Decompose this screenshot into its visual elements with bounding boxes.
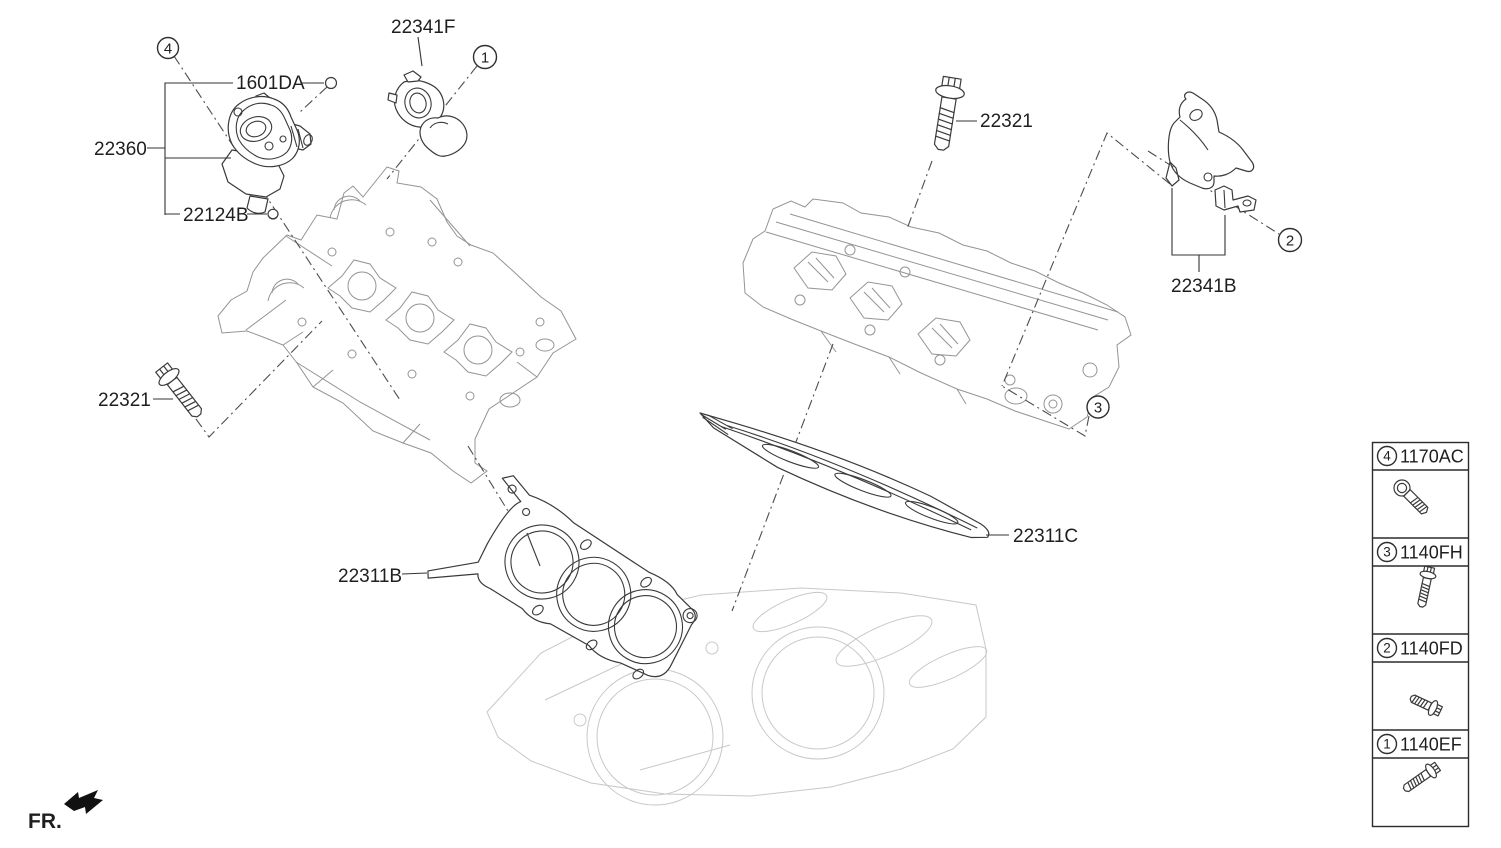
leader-lines — [173, 55, 1280, 612]
leader-bolt-right — [906, 160, 933, 230]
label-22360[interactable]: 22360 — [94, 139, 147, 160]
fuel-pump-drawing — [221, 92, 313, 214]
bolt-22321-right — [925, 74, 968, 154]
callout-2[interactable]: 2 — [1277, 227, 1303, 253]
head-gasket-drawing — [427, 475, 698, 680]
bracket-22360 — [147, 82, 233, 215]
callout-3-number: 3 — [1094, 400, 1102, 417]
bolt-22321-left — [151, 359, 210, 424]
legend-code-1140EF: 1140EF — [1400, 735, 1462, 755]
socket-head-bolt-icon — [1390, 476, 1433, 519]
left-cylinder-head-drawing — [217, 166, 577, 484]
legend-num-1: 1 — [1383, 737, 1391, 752]
legend-table: 4 1170AC 3 1140FH 2 1140FD 1 1140EF — [1371, 441, 1470, 828]
callout-3[interactable]: 3 — [1086, 395, 1110, 419]
washer-1601DA-drawing — [324, 76, 338, 90]
head-gasket-edge-drawing — [699, 412, 990, 539]
leader-gasket-right — [731, 343, 834, 612]
label-lines — [147, 36, 1226, 575]
right-cylinder-head-drawing — [742, 198, 1132, 430]
legend-code-1170AC: 1170AC — [1400, 447, 1464, 467]
front-direction-marker: FR. — [28, 790, 103, 833]
leader-bolt-left — [195, 320, 323, 438]
callout-2-number: 2 — [1286, 233, 1294, 250]
tappet-22124B-drawing — [267, 208, 279, 220]
leader-callout-3 — [1001, 385, 1090, 437]
legend-code-1140FD: 1140FD — [1400, 639, 1463, 659]
line-22341F — [417, 36, 423, 67]
leader-callout-4 — [173, 55, 401, 401]
leader-callout-1 — [386, 65, 478, 180]
label-1601DA[interactable]: 1601DA — [236, 73, 305, 94]
label-22311C[interactable]: 22311C — [1013, 526, 1078, 547]
legend-row-1140FH[interactable]: 3 1140FH — [1376, 541, 1463, 610]
pump-clamp-drawing — [387, 70, 468, 157]
callout-4[interactable]: 4 — [156, 36, 180, 60]
mounting-bracket-drawing — [1165, 91, 1257, 213]
callout-4-number: 4 — [164, 41, 172, 58]
legend-row-1140EF[interactable]: 1 1140EF — [1376, 733, 1462, 797]
legend-code-1140FH: 1140FH — [1400, 543, 1463, 563]
label-22311B[interactable]: 22311B — [338, 566, 402, 587]
legend-num-2: 2 — [1383, 641, 1391, 656]
leader-bracket-mount — [1001, 132, 1171, 387]
front-direction-arrow-icon — [64, 790, 103, 814]
legend-row-1170AC[interactable]: 4 1170AC — [1376, 445, 1464, 519]
label-22341B[interactable]: 22341B — [1171, 276, 1237, 297]
callout-1[interactable]: 1 — [472, 44, 498, 70]
flange-bolt-icon — [1399, 759, 1443, 797]
legend-num-3: 3 — [1383, 545, 1391, 560]
fr-label: FR. — [28, 810, 62, 833]
leader-washer — [299, 86, 328, 113]
legend-num-4: 4 — [1383, 449, 1391, 464]
flange-bolt-icon — [1412, 564, 1439, 610]
leader-gasket-left — [467, 445, 544, 569]
gasket-left-axis-line — [526, 532, 541, 567]
bracket-22341B — [1171, 188, 1226, 272]
callout-1-number: 1 — [481, 50, 489, 67]
label-22321-right[interactable]: 22321 — [980, 111, 1033, 132]
line-gasket-left — [401, 572, 428, 575]
label-22341F[interactable]: 22341F — [391, 17, 455, 38]
label-22124B[interactable]: 22124B — [183, 205, 249, 226]
label-22321-left[interactable]: 22321 — [98, 390, 151, 411]
legend-row-1140FD[interactable]: 2 1140FD — [1376, 637, 1463, 720]
flange-bolt-short-icon — [1406, 689, 1445, 720]
